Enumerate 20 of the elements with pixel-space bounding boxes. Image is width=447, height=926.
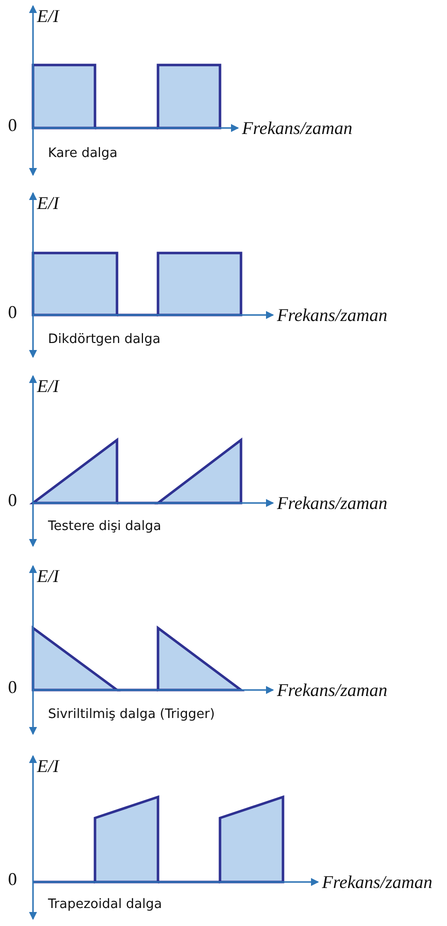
axis-label: E/I xyxy=(37,567,59,585)
axis-label: Frekans/zaman xyxy=(277,494,388,512)
axis-label: Frekans/zaman xyxy=(322,873,432,891)
axis-label: Frekans/zaman xyxy=(277,306,388,324)
zero-label: 0 xyxy=(8,303,17,321)
wave-caption: Dikdörtgen dalga xyxy=(48,333,160,346)
axis-label: E/I xyxy=(37,377,59,395)
axis-label: Frekans/zaman xyxy=(242,119,352,137)
wave-caption: Testere dişi dalga xyxy=(48,520,162,533)
wave-caption: Kare dalga xyxy=(48,147,118,160)
zero-label: 0 xyxy=(8,116,17,134)
axis-label: E/I xyxy=(37,194,59,212)
axis-label: Frekans/zaman xyxy=(277,681,388,699)
wave-caption: Sivriltilmiş dalga (Trigger) xyxy=(48,708,215,721)
zero-label: 0 xyxy=(8,870,17,888)
zero-label: 0 xyxy=(8,491,17,509)
zero-label: 0 xyxy=(8,678,17,696)
axis-label: E/I xyxy=(37,7,59,25)
axis-label: E/I xyxy=(37,757,59,775)
wave-caption: Trapezoidal dalga xyxy=(48,898,162,911)
